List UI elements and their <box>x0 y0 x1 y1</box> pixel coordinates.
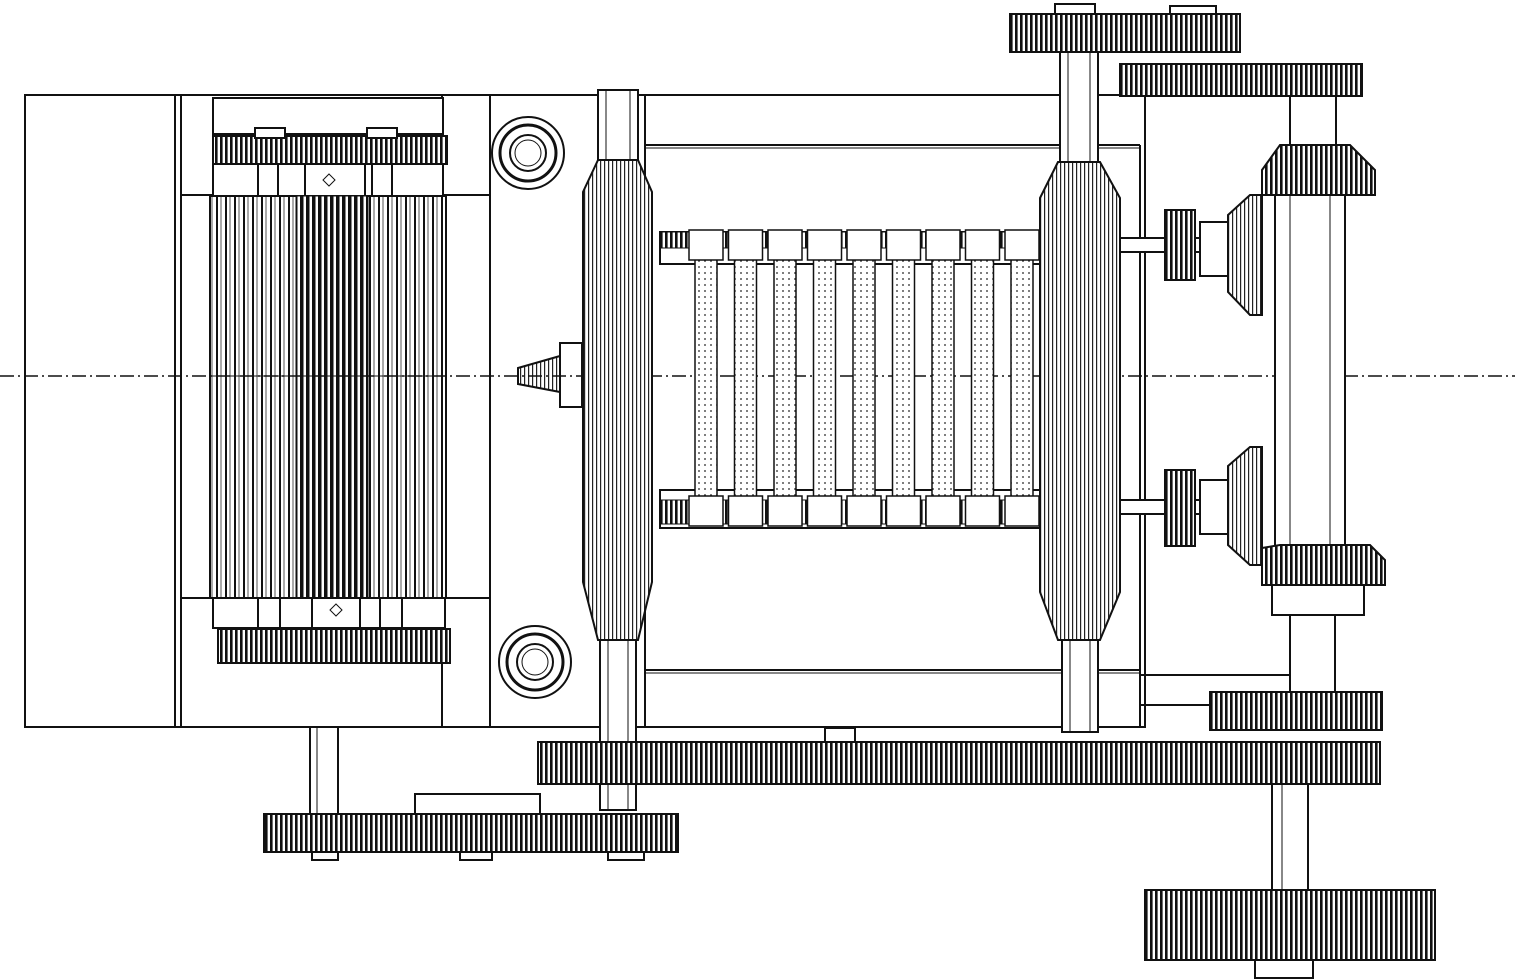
upper-pinion-shaft <box>1119 194 1263 316</box>
bottom-right-pulley <box>1144 889 1436 979</box>
slat <box>970 257 995 499</box>
slat-top-clip <box>767 229 803 261</box>
slat-bottom-clip <box>846 495 882 527</box>
bottom-left-gear <box>263 793 679 861</box>
slat-bottom-clip <box>925 495 961 527</box>
upper-bolt-ring <box>491 116 565 190</box>
slat-set <box>688 229 1040 527</box>
slat-top-clip <box>806 229 843 261</box>
slat-bottom-clip <box>1004 495 1040 527</box>
slat <box>694 257 718 499</box>
bottom-right-shaft <box>1271 783 1309 895</box>
slat <box>891 257 916 499</box>
bottom-long-gear <box>537 727 1381 785</box>
slat-top-clip <box>925 229 961 261</box>
right-spur-gear <box>1209 691 1383 731</box>
slat <box>733 257 758 499</box>
slat <box>1010 257 1034 499</box>
feed-nozzle <box>517 342 583 408</box>
top-spur-gear <box>1009 3 1241 53</box>
slat-bottom-clip <box>688 495 724 527</box>
top-right-spur-gear <box>1119 63 1363 97</box>
slat-top-clip <box>688 229 724 261</box>
slat-bottom-clip <box>767 495 803 527</box>
slat <box>812 257 837 499</box>
vertical-drive-shaft <box>1261 89 1386 696</box>
slat <box>931 257 955 499</box>
slat <box>852 257 876 499</box>
lower-pinion-shaft <box>1119 446 1263 566</box>
slat-bottom-clip <box>806 495 843 527</box>
lower-bolt-ring <box>498 625 572 699</box>
slat-top-clip <box>727 229 764 261</box>
slat-top-clip <box>885 229 922 261</box>
slat-bottom-clip <box>727 495 764 527</box>
slat-bottom-clip <box>885 495 922 527</box>
slat <box>773 257 797 499</box>
slat-top-clip <box>964 229 1001 261</box>
slat-bottom-clip <box>964 495 1001 527</box>
slat-top-clip <box>1004 229 1040 261</box>
right-spindle <box>1039 39 1121 733</box>
slat-top-clip <box>846 229 882 261</box>
left-fluted-rolls <box>209 97 451 664</box>
left-shaft-stub <box>309 726 339 816</box>
